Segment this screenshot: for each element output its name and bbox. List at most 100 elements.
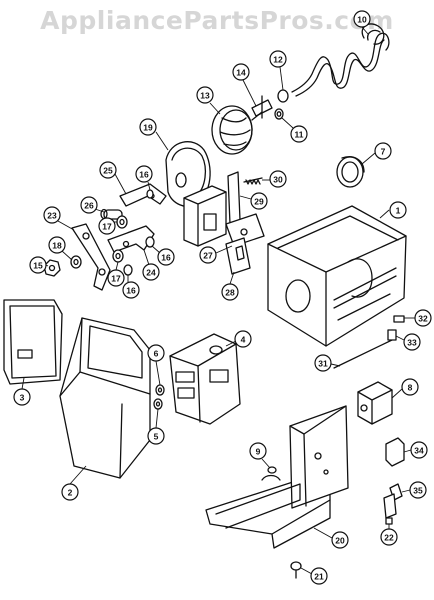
callout-circle <box>234 330 252 348</box>
callout-label: 22 <box>384 533 394 543</box>
callout-circle <box>401 378 419 396</box>
part-11-bearing <box>274 108 284 120</box>
part-21-screw <box>290 561 302 579</box>
callout-c16c: 16 <box>122 281 140 299</box>
part-29-bracket <box>227 171 241 225</box>
callout-label: 19 <box>143 123 153 133</box>
part-9-screw <box>267 466 277 474</box>
callout-c7: 7 <box>374 142 392 160</box>
callout-label: 4 <box>241 335 246 345</box>
part-1-housing <box>267 205 407 347</box>
callout-label: 27 <box>203 251 213 261</box>
callout-label: 23 <box>47 211 57 221</box>
callout-c27: 27 <box>199 246 217 264</box>
callout-c15: 15 <box>29 256 47 274</box>
callout-circle <box>99 161 117 179</box>
callout-c12: 12 <box>269 50 287 68</box>
callout-c31: 31 <box>314 354 332 372</box>
callout-label: 33 <box>407 338 417 348</box>
watermark-text: AppliancePartsPros.com <box>40 6 394 35</box>
callout-c29: 29 <box>250 192 268 210</box>
callout-label: 24 <box>146 268 156 278</box>
callout-label: 3 <box>20 393 25 403</box>
callout-c9: 9 <box>249 442 267 460</box>
callout-c6: 6 <box>147 344 165 362</box>
callout-c20: 20 <box>331 531 349 549</box>
callout-circle <box>142 263 160 281</box>
callout-circle <box>157 248 175 266</box>
callout-circle <box>414 309 432 327</box>
callout-c5: 5 <box>147 427 165 445</box>
callout-label: 13 <box>200 91 210 101</box>
callout-circle <box>290 125 308 143</box>
callout-label: 16 <box>126 286 136 296</box>
callout-circle <box>269 170 287 188</box>
part-23-lever <box>71 223 111 291</box>
callout-label: 1 <box>396 206 401 216</box>
callout-circle <box>221 283 239 301</box>
part-25-lever <box>119 183 167 207</box>
callout-label: 11 <box>295 130 304 140</box>
part-15-nut <box>43 259 61 277</box>
callout-label: 16 <box>139 170 149 180</box>
callout-circle <box>250 192 268 210</box>
callout-label: 8 <box>408 383 413 393</box>
callout-c1: 1 <box>389 201 407 219</box>
callout-circle <box>43 206 61 224</box>
callout-label: 15 <box>33 261 43 271</box>
callout-circle <box>122 281 140 299</box>
part-26-bushing <box>100 208 123 220</box>
callout-label: 12 <box>273 55 283 65</box>
part-20-base-tray <box>205 405 349 549</box>
callout-label: 16 <box>161 253 171 263</box>
callout-circle <box>199 246 217 264</box>
part-27-switch-plate <box>225 213 265 247</box>
callout-label: 31 <box>318 359 328 369</box>
callout-label: 26 <box>84 201 94 211</box>
callout-c17b: 17 <box>107 269 125 287</box>
callout-c13: 13 <box>196 86 214 104</box>
callout-circle <box>314 354 332 372</box>
callout-circle <box>269 50 287 68</box>
callout-c23: 23 <box>43 206 61 224</box>
callout-c19: 19 <box>139 118 157 136</box>
callout-c16b: 16 <box>157 248 175 266</box>
callout-circle <box>61 483 79 501</box>
callout-circle <box>107 269 125 287</box>
part-34-connector <box>385 437 405 467</box>
callout-c35: 35 <box>409 481 427 499</box>
callout-label: 7 <box>381 147 386 157</box>
part-8-solenoid <box>357 381 393 425</box>
callout-c4: 4 <box>234 330 252 348</box>
part-6-washer <box>155 384 165 396</box>
callout-circle <box>249 442 267 460</box>
callout-label: 10 <box>357 15 367 25</box>
callout-circle <box>135 165 153 183</box>
callout-label: 30 <box>273 175 283 185</box>
callout-c2: 2 <box>61 483 79 501</box>
callout-label: 35 <box>413 486 423 496</box>
part-30-spring <box>243 177 263 185</box>
callout-label: 32 <box>418 314 428 324</box>
callout-circle <box>353 10 371 28</box>
part-12-ring <box>277 89 289 103</box>
part-17-bushing <box>112 215 128 263</box>
callout-c25: 25 <box>99 161 117 179</box>
callout-circle <box>147 427 165 445</box>
callout-circle <box>232 63 250 81</box>
part-14-shaft <box>251 95 273 119</box>
callout-c21: 21 <box>310 567 328 585</box>
callout-circle <box>409 481 427 499</box>
callout-c3: 3 <box>13 388 31 406</box>
part-33-clip <box>387 329 397 341</box>
callout-circle <box>147 344 165 362</box>
callout-c11: 11 <box>290 125 308 143</box>
callout-label: 2 <box>68 488 73 498</box>
callout-label: 18 <box>52 241 62 251</box>
callout-c26: 26 <box>80 196 98 214</box>
callout-label: 6 <box>154 349 159 359</box>
callout-label: 20 <box>335 536 345 546</box>
callout-c24: 24 <box>142 263 160 281</box>
callout-circle <box>374 142 392 160</box>
